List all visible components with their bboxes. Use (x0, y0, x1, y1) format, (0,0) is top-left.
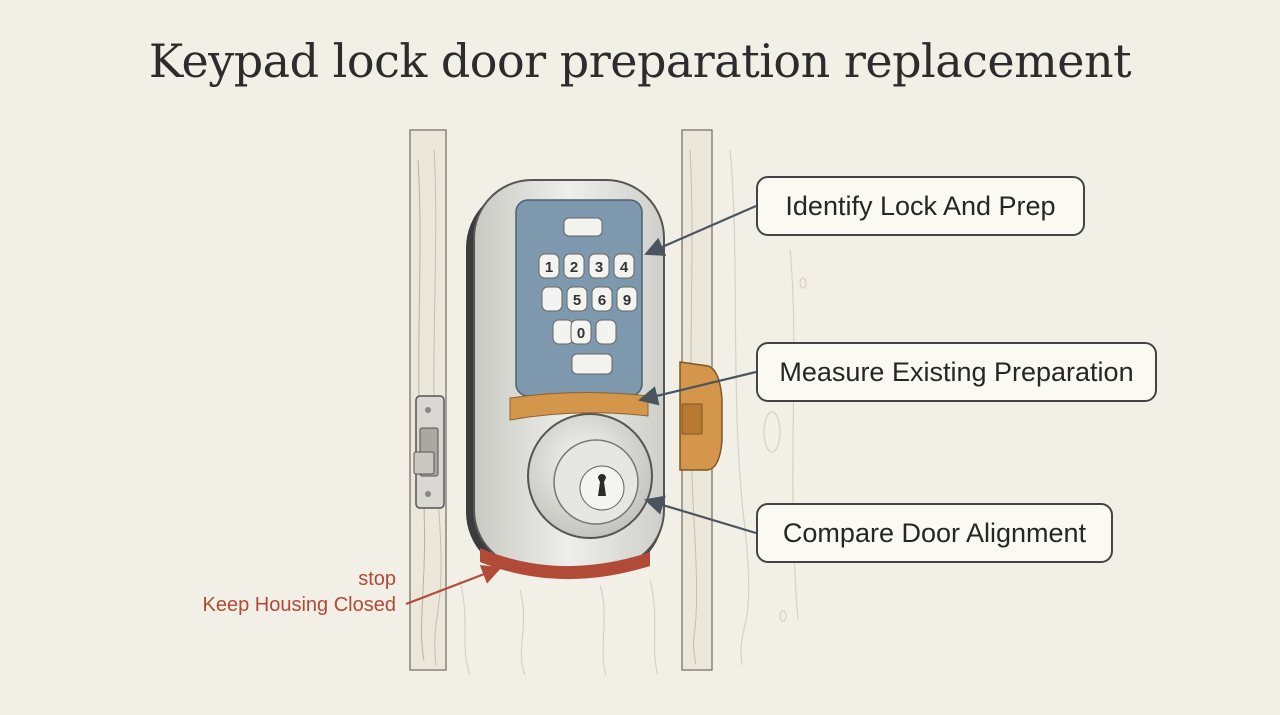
callout-measure-existing-preparation: Measure Existing Preparation (756, 342, 1157, 402)
key-4: 4 (613, 253, 635, 279)
callout-identify-lock-and-prep: Identify Lock And Prep (756, 176, 1085, 236)
leader-arrows (638, 204, 757, 535)
key-5-label: 5 (573, 292, 581, 309)
arrow-compare (644, 495, 757, 535)
warning-stop-label: stop (358, 568, 396, 590)
key-3: 3 (588, 253, 610, 279)
key-blank (541, 286, 563, 312)
key-1-label: 1 (545, 259, 553, 276)
arrow-measure (638, 370, 757, 406)
keyhole-icon (598, 474, 606, 496)
strike-plate (413, 395, 445, 509)
arrow-identify (644, 204, 757, 256)
arrow-warning (405, 565, 502, 606)
key-4-label: 4 (620, 259, 629, 276)
brass-band (509, 391, 649, 421)
wood-grain (459, 149, 807, 676)
key-0-label: 0 (577, 325, 585, 342)
callout-measure-text: Measure Existing Preparation (779, 356, 1134, 387)
page-title: Keypad lock door preparation replacement (148, 34, 1132, 88)
key-2: 2 (563, 253, 585, 279)
key-9-label: 9 (623, 292, 631, 309)
latch-bolt (679, 361, 723, 471)
warning-message: Keep Housing Closed (202, 594, 396, 616)
deadbolt-knob (527, 413, 653, 539)
key-1: 1 (538, 253, 560, 279)
key-2-label: 2 (570, 259, 578, 276)
key-3-label: 3 (595, 259, 603, 276)
key-6: 6 (591, 286, 613, 312)
callout-compare-text: Compare Door Alignment (782, 517, 1087, 548)
callout-compare-door-alignment: Compare Door Alignment (756, 503, 1113, 563)
key-0: 0 (570, 319, 592, 345)
key-6-label: 6 (598, 292, 606, 309)
key-5: 5 (566, 286, 588, 312)
keypad-keys: 1 2 3 4 5 6 9 0 (538, 253, 638, 345)
key-9: 9 (616, 286, 638, 312)
callout-identify-text: Identify Lock And Prep (785, 190, 1056, 221)
